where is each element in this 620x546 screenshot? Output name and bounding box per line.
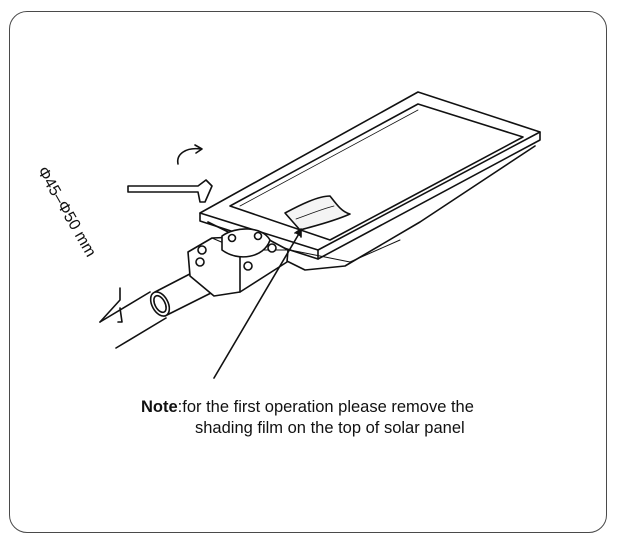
shading-film-corner xyxy=(284,195,351,231)
note-lead: Note xyxy=(141,398,178,416)
leader-line xyxy=(213,231,301,379)
solar-panel-glass xyxy=(229,103,524,241)
note-line2: shading film on the top of solar panel xyxy=(195,419,465,437)
allen-key xyxy=(127,179,213,203)
note-text: Note:for the first operation please remo… xyxy=(141,397,474,439)
solar-panel-frame xyxy=(199,91,541,251)
note-line1: :for the first operation please remove t… xyxy=(177,398,474,416)
dimension-line xyxy=(99,287,121,323)
rotation-arrow xyxy=(177,147,202,165)
diagram-frame xyxy=(9,11,607,533)
